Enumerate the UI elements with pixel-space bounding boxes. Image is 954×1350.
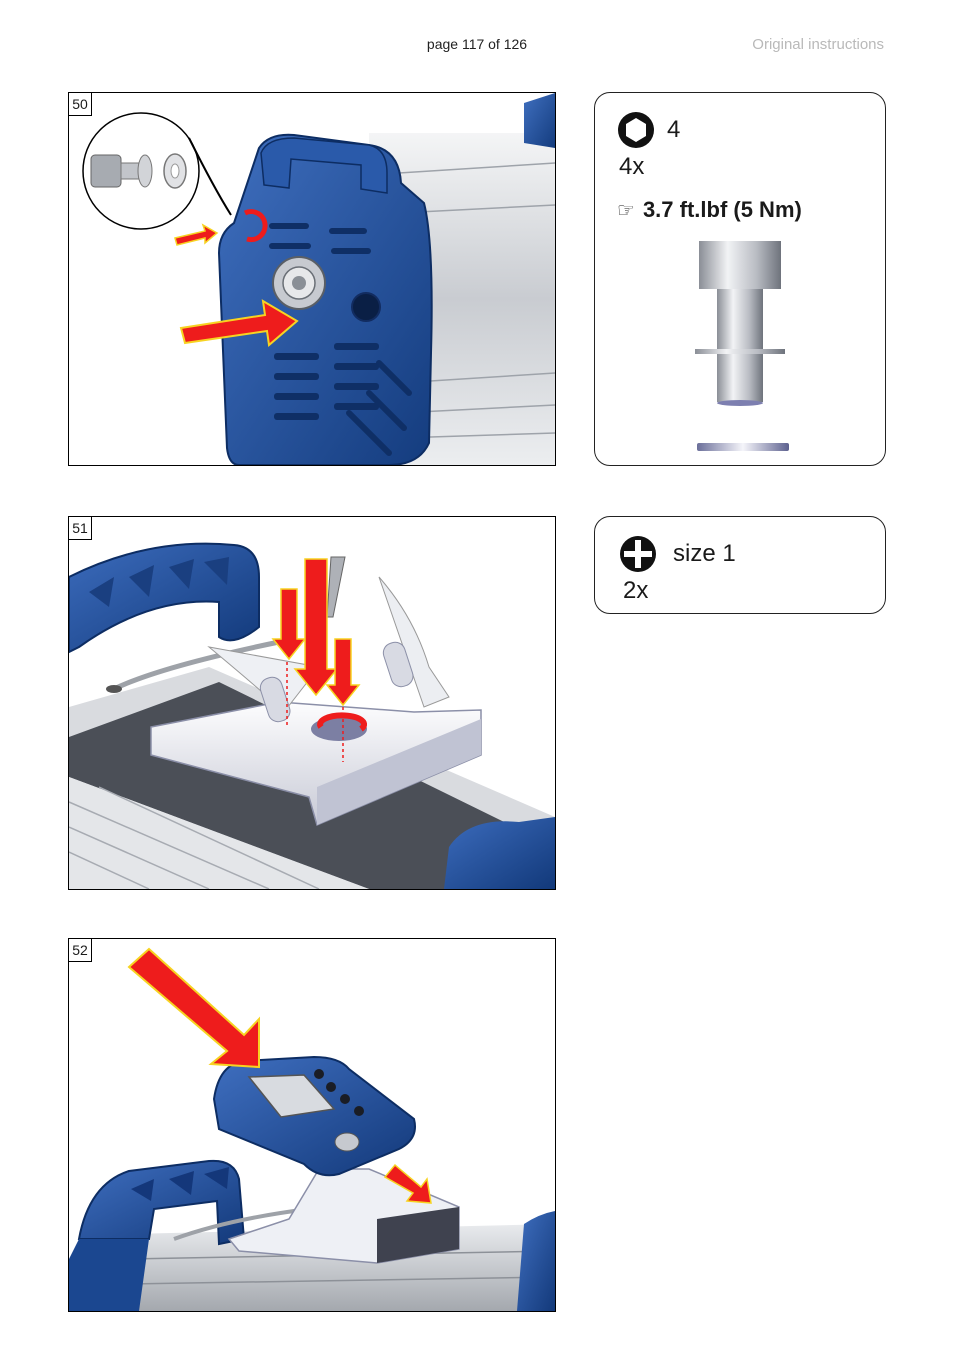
figure-52: 52: [68, 938, 556, 1312]
arrow-down-center: [293, 558, 339, 697]
figure-number: 50: [69, 93, 92, 116]
hand-pointer-icon: ☞: [617, 199, 635, 222]
document-note: Original instructions: [752, 36, 884, 53]
rotation-arrow: [317, 712, 368, 732]
figure-number: 51: [69, 517, 92, 540]
figure-50: 50: [68, 92, 556, 466]
rotation-arrow: [243, 209, 268, 243]
phillips-screwdriver-icon: [620, 536, 656, 572]
figure-50-illustration: [82, 93, 555, 465]
figure-52-illustration: [69, 947, 555, 1311]
arrow-down-right: [325, 638, 361, 707]
hex-socket-icon: [618, 112, 654, 148]
figure-51: 51: [68, 516, 556, 890]
torque-value: 3.7 ft.lbf (5 Nm): [642, 197, 802, 222]
arrow-small: [174, 223, 219, 246]
arrow-large: [127, 947, 260, 1069]
washer: [137, 154, 153, 188]
tool-size: size 1: [673, 540, 736, 567]
housing-blue-bottom: [444, 817, 555, 889]
arrow-down-left: [271, 588, 307, 661]
handle-right: [524, 93, 555, 148]
housing-blue-right: [517, 1211, 555, 1311]
arrow-large: [179, 299, 299, 347]
tool-info-box-hex: 4 4x ☞ 3.7 ft.lbf (5 Nm): [594, 92, 886, 466]
screw-washer-illustration: [695, 241, 789, 451]
quantity: 2x: [623, 577, 649, 604]
control-knob: [334, 1132, 360, 1152]
tool-info-box-phillips: size 1 2x: [594, 516, 886, 614]
page-number: page 117 of 126: [426, 36, 528, 52]
screw-head: [90, 154, 122, 188]
motor-cover: [217, 133, 433, 465]
carry-handle: [260, 137, 388, 194]
pressure-port: [351, 292, 381, 322]
handle-left: [69, 542, 260, 654]
tool-size: 4: [667, 116, 681, 143]
arrow-small: [383, 1163, 432, 1204]
figure-number: 52: [69, 939, 92, 962]
figure-51-illustration: [69, 542, 555, 889]
quantity: 4x: [619, 153, 645, 180]
